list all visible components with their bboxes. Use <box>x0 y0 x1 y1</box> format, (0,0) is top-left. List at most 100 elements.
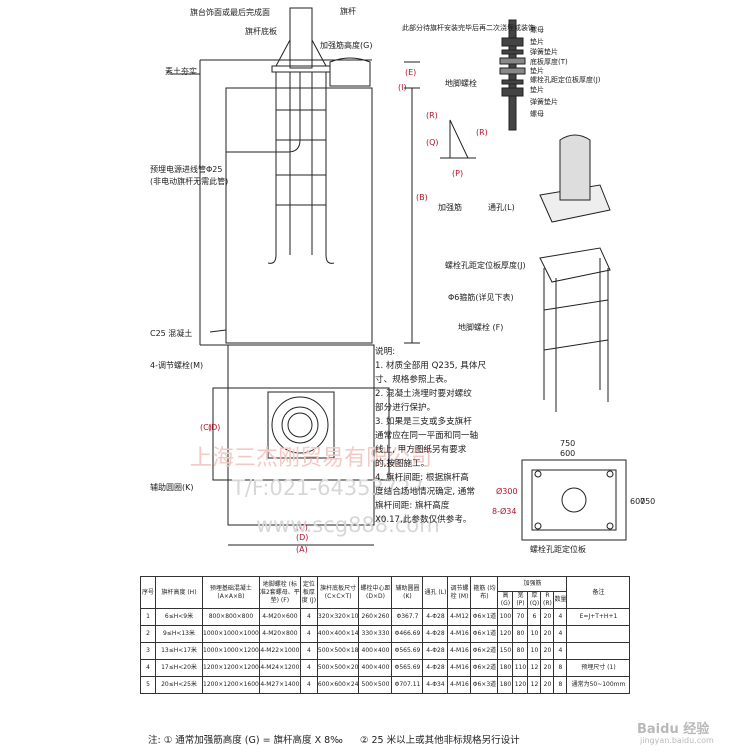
table-cell: 1200×1200×1200 <box>202 659 260 677</box>
table-cell: 4-Φ28 <box>422 608 449 626</box>
notes-title: 说明: <box>375 347 396 357</box>
label-rib-title: 加强筋 <box>438 202 462 212</box>
table-cell: Φ565.69 <box>391 659 424 677</box>
conduit-pipe <box>226 72 301 153</box>
label-compacted-soil: 素土夯实 <box>165 66 197 76</box>
table-cell: 4-Φ28 <box>422 659 449 677</box>
table-cell: 400×400×14 <box>316 625 360 643</box>
table-cell: 1000×1000×1200 <box>202 642 260 660</box>
dim-E: (E) <box>405 68 416 77</box>
rib-R-side: (R) <box>476 128 488 137</box>
table-cell: 20 <box>540 676 555 694</box>
table-cell: 4-M20×800 <box>258 625 301 643</box>
table-cell: 1200×1200×1600 <box>202 676 260 694</box>
table-cell: 260×260 <box>358 608 393 626</box>
notes-line: 线上, 甲方图纸另有要求 <box>375 445 467 455</box>
table-cell: 110 <box>512 659 529 677</box>
table-cell: Φ565.69 <box>391 642 424 660</box>
notes-line: X0.17,此参数仅供参考。 <box>375 515 472 525</box>
table-cell: Φ6×2道 <box>470 659 499 677</box>
table-cell: 6 <box>527 608 542 626</box>
rib-P: (P) <box>452 169 463 178</box>
table-cell: 13≤H<17米 <box>155 642 203 660</box>
table-cell: 17≤H<20米 <box>155 659 203 677</box>
th-index: 序号 <box>140 576 156 609</box>
th-rib-group: 加强筋 <box>497 576 568 592</box>
rib-Q: (Q) <box>426 138 439 147</box>
label-plate-thickness: 螺栓孔距定位板厚度(J) <box>530 75 601 84</box>
footnote-2: ② 25 米以上或其他非标规格另行设计 <box>359 735 520 746</box>
table-cell: 120 <box>497 625 514 643</box>
table-cell: 20≤H<25米 <box>155 676 203 694</box>
table-cell: 500×500 <box>358 676 393 694</box>
table-cell: 180 <box>497 676 514 694</box>
th-aux-ring: 辅助圆圈 (K) <box>391 576 424 609</box>
notes-line: 通常应在同一平面和同一轴 <box>375 431 479 441</box>
table-cell: Φ707.11 <box>391 676 424 694</box>
notes-line: 旗杆间距: 旗杆高度 <box>375 501 450 511</box>
table-cell: 100 <box>497 608 514 626</box>
secondary-pour <box>329 57 371 87</box>
watermark-phone: T/F:021-64353727 <box>231 476 424 500</box>
table-cell: 4 <box>299 659 318 677</box>
table-cell: 500×500×20 <box>316 659 360 677</box>
label-rib-height: 加强筋高度(G) <box>320 40 372 50</box>
table-cell: 4 <box>299 642 318 660</box>
notes-line: 度结合场地情况确定, 通常 <box>375 487 475 497</box>
table-cell: 400×400 <box>358 642 393 660</box>
watermark-company: 上海三杰刚贸易有限公司 <box>190 446 432 471</box>
label-base-thickness: 底板厚度(T) <box>530 57 568 66</box>
plate-h600: 600 <box>630 497 645 506</box>
table-cell: 4-M24×1200 <box>258 659 301 677</box>
remark-cell <box>566 642 631 660</box>
label-hoop: Φ6箍筋(详见下表) <box>448 292 514 302</box>
table-cell: Φ6×2道 <box>470 642 499 660</box>
plate-w750: 750 <box>560 439 575 448</box>
remark-cell: E=J+T+H+1 <box>566 608 631 626</box>
table-cell: 4-M16 <box>447 659 472 677</box>
table-cell: 4 <box>299 625 318 643</box>
rib-right <box>311 39 327 67</box>
label-anchor-bolt: 地脚螺栓 <box>445 78 477 88</box>
concrete-block <box>225 87 373 344</box>
table-cell: 80 <box>512 642 529 660</box>
baidu-url: jingyan.baidu.com <box>640 736 714 745</box>
table-cell: 8 <box>553 659 568 677</box>
notes-line: 1. 材质全部用 Q235, 具体尺 <box>375 361 487 371</box>
notes-line: 3. 如果是三支或多支旗杆 <box>375 417 472 427</box>
table-cell: 10 <box>527 642 542 660</box>
plan-dim-C: (C) <box>200 423 212 432</box>
plate-h750: 750 <box>640 497 655 506</box>
table-cell: 4-M16 <box>447 676 472 694</box>
table-cell: Φ367.7 <box>391 608 424 626</box>
table-cell: 8 <box>553 676 568 694</box>
plate-d300: Ø300 <box>496 486 518 496</box>
label-finish-surface: 旗台饰面或最后完成面 <box>190 7 270 17</box>
table-cell: 4-M16 <box>447 642 472 660</box>
table-cell: 6≤H<9米 <box>155 608 203 626</box>
th-plate-t: 定位板厚度 (J) <box>299 576 318 609</box>
table-cell: 4 <box>553 608 568 626</box>
plate-caption: 螺栓孔距定位板 <box>530 544 586 554</box>
table-cell: 20 <box>540 642 555 660</box>
positioning-plate <box>521 459 627 541</box>
table-cell: 4 <box>553 625 568 643</box>
remark-cell <box>566 625 631 643</box>
table-cell: 20 <box>540 659 555 677</box>
foundation-drawing: 旗台饰面或最后完成面 旗杆 旗杆底板 加强筋高度(G) 此部分待旗杆安装完毕后再… <box>150 6 655 554</box>
th-rib-h: 高 (G) <box>497 591 514 609</box>
plate-holes: 8-Ø34 <box>492 506 516 516</box>
bolt-stack-detail <box>499 19 526 131</box>
notes-line: 2. 混凝土浇埋时要对螺纹 <box>375 389 472 399</box>
table-cell: 4-Φ28 <box>422 642 449 660</box>
label-spring-washer2: 弹簧垫片 <box>530 97 558 106</box>
table-cell: 500×500×18 <box>316 642 360 660</box>
table-cell: 12 <box>527 659 542 677</box>
rib-profile <box>440 119 476 159</box>
foundation-section <box>170 7 420 346</box>
th-hole: 通孔 (L) <box>422 576 449 609</box>
